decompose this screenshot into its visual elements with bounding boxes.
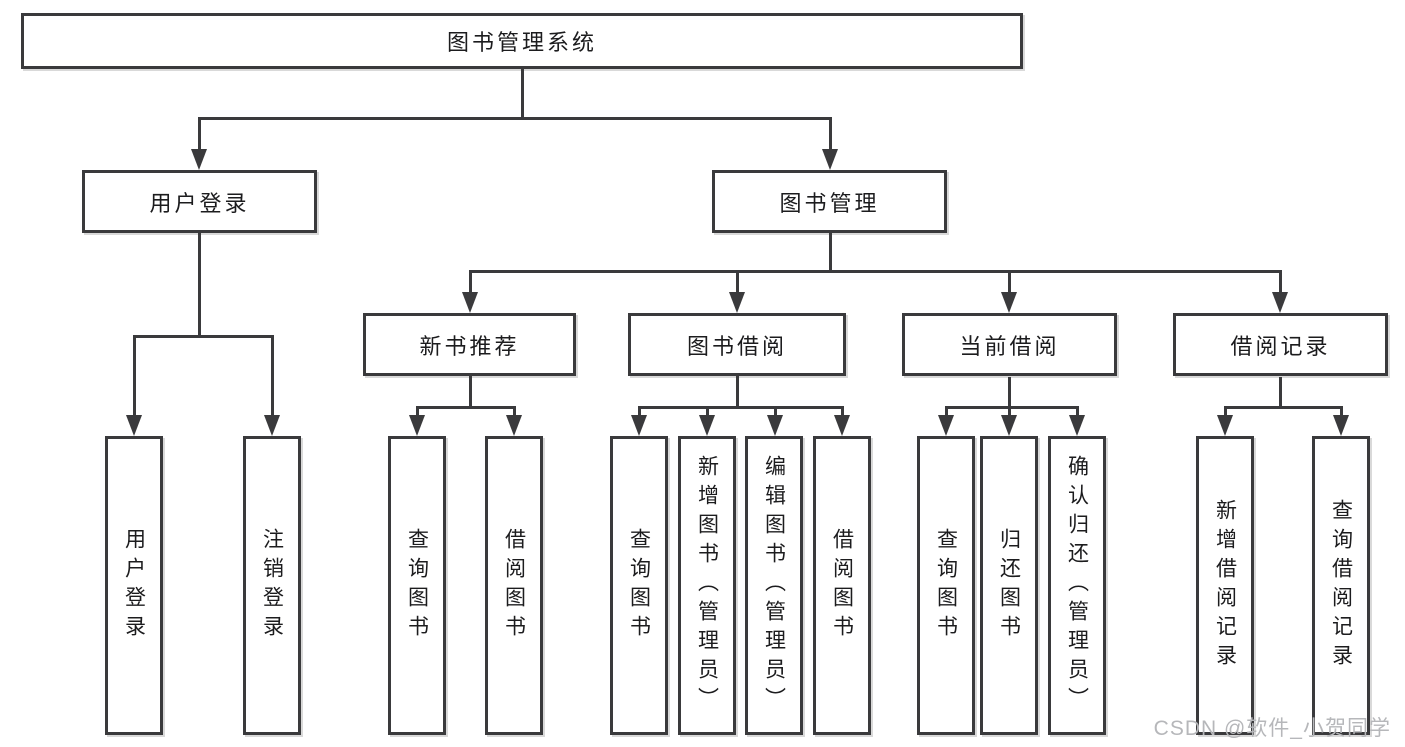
connector-line xyxy=(945,406,1078,409)
connector-line xyxy=(638,406,843,409)
connector-line xyxy=(1076,406,1079,418)
leaf-label: 借阅图书 xyxy=(830,527,854,644)
leaf-label: 查询图书 xyxy=(934,527,958,644)
leaf-confirm-return-admin: 确认归还（管理员） xyxy=(1048,436,1106,735)
leaf-query-borrow-record: 查询借阅记录 xyxy=(1312,436,1370,735)
arrow-down-icon xyxy=(1069,415,1085,436)
connector-line xyxy=(469,270,1281,273)
arrow-down-icon xyxy=(1001,415,1017,436)
leaf-user-login: 用户登录 xyxy=(105,436,163,735)
node-borrowing-records: 借阅记录 xyxy=(1173,313,1388,376)
arrow-down-icon xyxy=(126,415,142,436)
arrow-down-icon xyxy=(409,415,425,436)
connector-line xyxy=(736,270,739,294)
leaf-borrow-books-recommend: 借阅图书 xyxy=(485,436,543,735)
connector-line xyxy=(1279,377,1282,408)
leaf-label: 新增图书（管理员） xyxy=(695,455,719,716)
connector-line xyxy=(271,335,274,417)
node-library-management-system: 图书管理系统 xyxy=(21,13,1023,69)
leaf-label: 借阅图书 xyxy=(502,527,526,644)
connector-line xyxy=(1224,406,1342,409)
connector-line xyxy=(706,406,709,418)
connector-line xyxy=(1340,406,1343,418)
connector-line xyxy=(736,376,739,408)
leaf-edit-book-admin: 编辑图书（管理员） xyxy=(745,436,803,735)
leaf-add-borrow-record: 新增借阅记录 xyxy=(1196,436,1254,735)
leaf-query-books-current: 查询图书 xyxy=(917,436,975,735)
leaf-label: 查询图书 xyxy=(627,527,651,644)
leaf-label: 用户登录 xyxy=(122,527,146,644)
node-user-login: 用户登录 xyxy=(82,170,317,233)
arrow-down-icon xyxy=(462,292,478,313)
arrow-down-icon xyxy=(1001,292,1017,313)
arrow-down-icon xyxy=(767,415,783,436)
connector-line xyxy=(1008,377,1011,408)
connector-line xyxy=(469,376,472,408)
arrow-down-icon xyxy=(699,415,715,436)
node-current-borrowing: 当前借阅 xyxy=(902,313,1117,376)
connector-line xyxy=(133,335,136,417)
leaf-logout: 注销登录 xyxy=(243,436,301,735)
arrow-down-icon xyxy=(631,415,647,436)
connector-line xyxy=(198,117,201,151)
arrow-down-icon xyxy=(191,149,207,170)
arrow-down-icon xyxy=(1217,415,1233,436)
connector-line xyxy=(1224,406,1227,418)
connector-line xyxy=(133,335,273,338)
arrow-down-icon xyxy=(1272,292,1288,313)
node-new-book-recommendation: 新书推荐 xyxy=(363,313,576,376)
connector-line xyxy=(945,406,948,418)
arrow-down-icon xyxy=(506,415,522,436)
leaf-label: 归还图书 xyxy=(997,527,1021,644)
leaf-query-books-recommend: 查询图书 xyxy=(388,436,446,735)
arrow-down-icon xyxy=(938,415,954,436)
leaf-query-books-borrowing: 查询图书 xyxy=(610,436,668,735)
csdn-watermark: CSDN @软件_小贺同学 xyxy=(1153,717,1391,740)
arrow-down-icon xyxy=(264,415,280,436)
connector-line xyxy=(829,233,832,272)
connector-line xyxy=(1279,270,1282,294)
arrow-down-icon xyxy=(834,415,850,436)
connector-line xyxy=(198,117,831,120)
connector-line xyxy=(198,233,201,337)
leaf-return-book: 归还图书 xyxy=(980,436,1038,735)
leaf-label: 新增借阅记录 xyxy=(1213,498,1237,673)
connector-line xyxy=(521,69,524,118)
connector-line xyxy=(638,406,641,418)
connector-line xyxy=(469,270,472,294)
connector-line xyxy=(513,406,516,418)
leaf-label: 注销登录 xyxy=(260,527,284,644)
leaf-label: 编辑图书（管理员） xyxy=(762,455,786,716)
connector-line xyxy=(829,117,832,151)
leaf-label: 确认归还（管理员） xyxy=(1065,455,1089,716)
connector-line xyxy=(774,406,777,418)
arrow-down-icon xyxy=(822,149,838,170)
node-book-borrowing: 图书借阅 xyxy=(628,313,846,376)
leaf-label: 查询借阅记录 xyxy=(1329,498,1353,673)
connector-line xyxy=(416,406,419,418)
connector-line xyxy=(416,406,515,409)
connector-line xyxy=(1008,406,1011,418)
arrow-down-icon xyxy=(729,292,745,313)
connector-line xyxy=(1008,270,1011,294)
arrow-down-icon xyxy=(1333,415,1349,436)
connector-line xyxy=(841,406,844,418)
node-book-management: 图书管理 xyxy=(712,170,947,233)
leaf-add-book-admin: 新增图书（管理员） xyxy=(678,436,736,735)
leaf-borrow-books: 借阅图书 xyxy=(813,436,871,735)
leaf-label: 查询图书 xyxy=(405,527,429,644)
